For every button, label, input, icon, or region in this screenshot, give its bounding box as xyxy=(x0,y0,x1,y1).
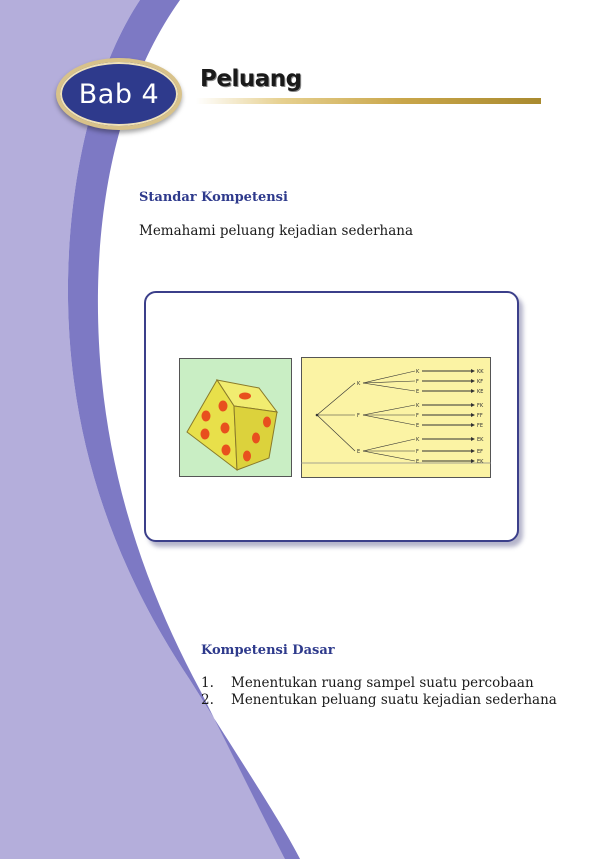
tree-outcome-label: KF xyxy=(477,379,483,385)
tree-branch xyxy=(362,380,416,384)
tree-leaf-label: F xyxy=(416,449,419,455)
die-icon xyxy=(179,358,292,477)
standar-heading: Standar Kompetensi xyxy=(139,190,288,205)
tree-arrowhead xyxy=(471,403,475,407)
tree-branch xyxy=(362,370,416,384)
list-item: 1. Menentukan ruang sampel suatu percoba… xyxy=(201,675,557,692)
tree-node-label: F xyxy=(357,413,360,419)
tree-outcome-label: FF xyxy=(477,413,483,419)
tree-branch xyxy=(316,382,356,416)
tree-branch xyxy=(316,414,356,452)
tree-arrowhead xyxy=(471,389,475,393)
tree-leaf-label: F xyxy=(416,413,419,419)
standar-text: Memahami peluang kejadian sederhana xyxy=(139,223,414,239)
list-number: 1. xyxy=(201,675,214,691)
list-number: 2. xyxy=(201,692,214,708)
tree-node-label: E xyxy=(357,449,360,455)
tree-branch xyxy=(362,382,416,392)
tree-leaf-label: E xyxy=(416,423,419,429)
tree-node-label: K xyxy=(357,381,361,387)
tree-branch xyxy=(362,450,416,462)
tree-branch xyxy=(362,414,416,426)
chapter-title: Peluang xyxy=(200,66,302,92)
list-text: Menentukan peluang suatu kejadian sederh… xyxy=(231,692,557,708)
tree-leaf-label: K xyxy=(416,403,420,409)
tree-outcome-label: KK xyxy=(477,369,484,375)
tree-arrowhead xyxy=(471,379,475,383)
chapter-number: Bab 4 xyxy=(78,78,160,110)
tree-arrowhead xyxy=(471,449,475,453)
tree-leaf-label: E xyxy=(416,389,419,395)
tree-arrowhead xyxy=(471,423,475,427)
title-underline xyxy=(196,98,541,104)
tree-branch xyxy=(362,404,416,416)
tree-arrowhead xyxy=(471,369,475,373)
dasar-list: 1. Menentukan ruang sampel suatu percoba… xyxy=(201,675,557,709)
tree-arrowhead xyxy=(471,459,475,463)
tree-leaf-label: F xyxy=(416,379,419,385)
tree-outcome-label: FE xyxy=(477,423,483,429)
tree-outcome-label: FK xyxy=(477,403,484,409)
tree-outcome-label: KE xyxy=(477,389,483,395)
tree-arrowhead xyxy=(471,413,475,417)
list-text: Menentukan ruang sampel suatu percobaan xyxy=(231,675,534,691)
dasar-heading: Kompetensi Dasar xyxy=(201,643,335,658)
tree-arrowhead xyxy=(471,437,475,441)
tree-leaf-label: K xyxy=(416,369,420,375)
list-item: 2. Menentukan peluang suatu kejadian sed… xyxy=(201,692,557,709)
tree-outcome-label: EK xyxy=(477,459,484,465)
tree-outcome-label: EK xyxy=(477,437,484,443)
tree-leaf-label: E xyxy=(416,459,419,465)
tree-leaf-label: K xyxy=(416,437,420,443)
tree-branch xyxy=(362,438,416,452)
chapter-badge: Bab 4 xyxy=(56,58,182,130)
tree-outcome-label: EF xyxy=(477,449,483,455)
